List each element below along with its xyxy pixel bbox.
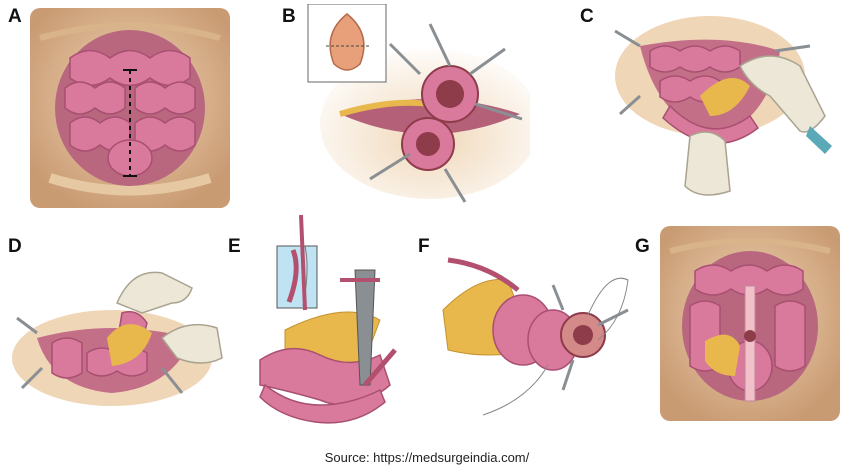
gloved-hand-left bbox=[684, 131, 731, 196]
panel-label-e: E bbox=[228, 236, 241, 257]
mobilization-illustration bbox=[614, 16, 832, 196]
panel-c-bowel-mobilization bbox=[610, 6, 840, 206]
panel-f-stapled-closure bbox=[438, 240, 638, 425]
panel-a-abdomen-incision bbox=[30, 8, 230, 208]
panel-b-stoma-reversal bbox=[300, 4, 530, 204]
panel-label-d: D bbox=[8, 236, 22, 257]
alignment-illustration bbox=[12, 271, 223, 406]
gloved-hand-top bbox=[116, 271, 193, 314]
panel-label-c: C bbox=[580, 6, 594, 27]
panel-g-final-result bbox=[660, 226, 840, 421]
panel-label-a: A bbox=[8, 6, 22, 27]
source-caption[interactable]: Source: https://medsurgeindia.com/ bbox=[324, 450, 530, 465]
panel-label-b: B bbox=[282, 6, 296, 27]
abdomen-illustration bbox=[30, 8, 230, 208]
sutured-incision bbox=[744, 285, 756, 402]
panel-label-g: G bbox=[635, 236, 650, 257]
panel-e-stapler-anastomosis bbox=[245, 210, 415, 425]
stoma-illustration bbox=[307, 4, 530, 203]
panel-d-bowel-alignment bbox=[12, 258, 227, 408]
stapler-illustration bbox=[259, 214, 397, 424]
closure-illustration bbox=[442, 257, 629, 416]
panel-label-f: F bbox=[418, 236, 430, 257]
gloved-hand-side bbox=[160, 323, 223, 364]
final-abdomen-illustration bbox=[660, 226, 840, 421]
stapler bbox=[354, 269, 376, 386]
